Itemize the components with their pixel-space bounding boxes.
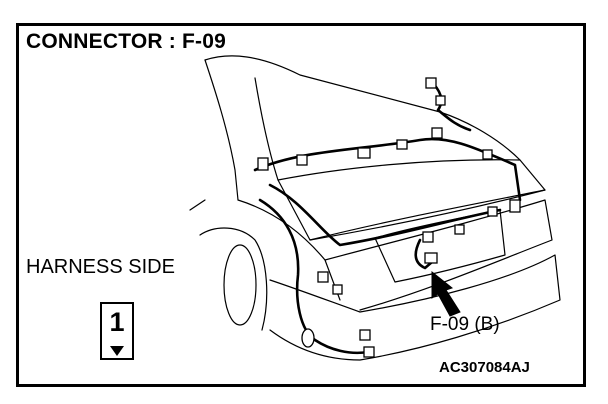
connector [317, 271, 329, 283]
bumper [269, 254, 561, 361]
connector [296, 154, 308, 166]
connector [357, 147, 371, 159]
rear-wheel [223, 244, 257, 326]
pointer-arrow [431, 270, 461, 317]
connector-label: F-09 (B) [430, 314, 500, 335]
harness-wire-side [258, 198, 370, 355]
harness-wire-trunk [268, 183, 502, 247]
trunk-edge [309, 189, 546, 241]
license-recess [374, 209, 506, 283]
connector [509, 199, 521, 213]
connector [487, 206, 498, 217]
connector [431, 127, 443, 139]
figure-code: AC307084AJ [439, 359, 530, 376]
rear-window-outline [204, 55, 521, 161]
connector [359, 329, 371, 341]
wheel-arch [199, 227, 268, 331]
connector [332, 284, 343, 295]
harness-wire-plate [414, 238, 434, 270]
connector [435, 95, 446, 106]
page-marker-number: 1 [109, 307, 125, 337]
harness-wire [253, 137, 522, 202]
page-marker-badge: 1 [100, 302, 134, 360]
c-pillar [254, 77, 279, 181]
connector [454, 224, 465, 235]
down-triangle-icon [110, 346, 124, 356]
connector [257, 157, 269, 171]
connector [363, 346, 375, 358]
rear-panel [324, 199, 553, 311]
connector [425, 77, 437, 89]
roof-line [204, 59, 239, 201]
side-label: HARNESS SIDE [26, 256, 175, 278]
connector [422, 231, 434, 243]
rear-quarter [237, 199, 341, 301]
harness-wire-upper [428, 78, 472, 132]
connector [396, 139, 408, 150]
grommet [301, 328, 315, 348]
diagram-title: CONNECTOR : F-09 [26, 30, 226, 53]
connector [482, 149, 493, 160]
connector-f09 [424, 252, 438, 264]
